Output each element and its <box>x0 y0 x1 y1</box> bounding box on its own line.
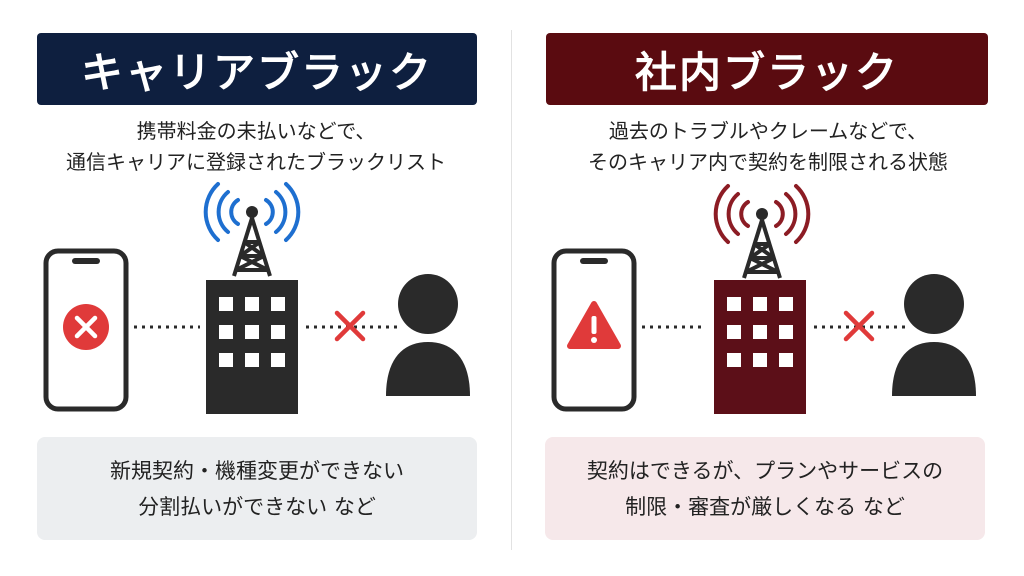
x-circle-icon <box>63 304 109 350</box>
blocked-x-icon <box>334 310 366 342</box>
blocked-x-icon <box>843 310 875 342</box>
internal-blacklist-effects-box: 契約はできるが、プランやサービスの 制限・審査が厳しくなる など <box>545 437 985 540</box>
carrier-blacklist-panel: キャリアブラック 携帯料金の未払いなどで、 通信キャリアに登録されたブラックリス… <box>0 33 512 540</box>
carrier-blacklist-description: 携帯料金の未払いなどで、 通信キャリアに登録されたブラックリスト <box>0 116 512 178</box>
carrier-blacklist-effects-box: 新規契約・機種変更ができない 分割払いができない など <box>37 437 477 540</box>
internal-blacklist-illustration <box>551 184 976 414</box>
panel-divider <box>511 30 512 550</box>
carrier-blacklist-scene <box>0 180 512 420</box>
signal-waves-icon <box>713 184 811 244</box>
person-icon <box>386 274 470 396</box>
internal-blacklist-scene <box>512 180 1024 420</box>
carrier-blacklist-effect-line-1: 新規契約・機種変更ができない <box>110 458 404 483</box>
antenna-tower-icon <box>742 208 782 279</box>
building-icon <box>714 280 806 414</box>
antenna-tower-icon <box>232 206 272 277</box>
signal-waves-icon <box>203 182 301 242</box>
person-icon <box>892 274 976 396</box>
internal-blacklist-effect-line-2: 制限・審査が厳しくなる など <box>625 494 905 519</box>
warning-triangle-icon <box>567 301 621 349</box>
building-icon <box>206 280 298 414</box>
carrier-blacklist-title-bar: キャリアブラック <box>37 33 477 105</box>
internal-blacklist-desc-line-1: 過去のトラブルやクレームなどで、 <box>608 119 928 143</box>
carrier-blacklist-desc-line-1: 携帯料金の未払いなどで、 <box>136 119 376 143</box>
carrier-blacklist-effect-line-2: 分割払いができない など <box>138 494 376 519</box>
carrier-blacklist-desc-line-2: 通信キャリアに登録されたブラックリスト <box>66 150 446 174</box>
internal-blacklist-title: 社内ブラック <box>634 47 899 97</box>
internal-blacklist-description: 過去のトラブルやクレームなどで、 そのキャリア内で契約を制限される状態 <box>512 116 1024 178</box>
carrier-blacklist-illustration <box>43 182 470 414</box>
internal-blacklist-panel: 社内ブラック 過去のトラブルやクレームなどで、 そのキャリア内で契約を制限される… <box>512 0 1024 576</box>
internal-blacklist-effect-line-1: 契約はできるが、プランやサービスの <box>586 458 944 483</box>
internal-blacklist-desc-line-2: そのキャリア内で契約を制限される状態 <box>588 150 948 174</box>
internal-blacklist-title-bar: 社内ブラック <box>546 33 988 105</box>
carrier-blacklist-title: キャリアブラック <box>80 47 433 97</box>
